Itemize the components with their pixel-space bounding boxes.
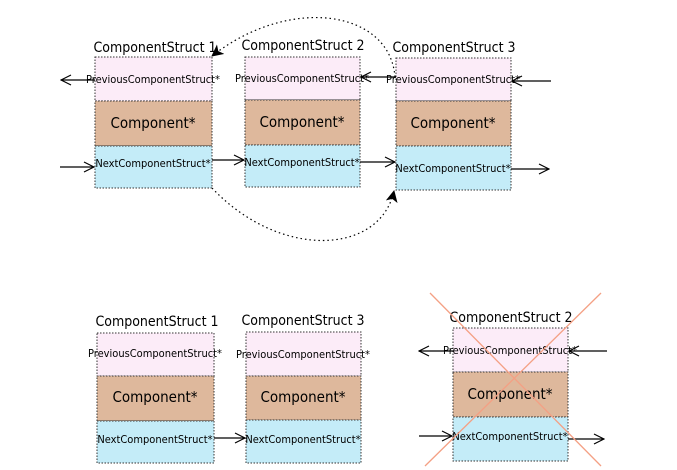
- removed-cross-line-2: [424, 292, 602, 467]
- removed-cross-line-1: [429, 292, 602, 467]
- struct-3-bottom-next-label: NextComponentStruct*: [245, 433, 360, 446]
- struct-3-next-cell: [395, 145, 512, 191]
- struct-3-component-label: Component*: [410, 114, 495, 132]
- struct-3-component-cell: [395, 100, 512, 147]
- struct-1-component-label: Component*: [110, 114, 195, 132]
- struct-2-removed: ComponentStruct 2 PreviousComponentStruc…: [443, 310, 577, 462]
- struct-1-bottom: ComponentStruct 1 PreviousComponentStruc…: [88, 314, 222, 464]
- struct-1-prev-cell: [94, 56, 213, 102]
- struct-3-bottom-title: ComponentStruct 3: [241, 313, 364, 329]
- struct-1-bottom-component-cell: [96, 375, 215, 422]
- struct-3-bottom-component-label: Component*: [260, 388, 345, 406]
- struct-3-bottom-next-cell: [245, 419, 362, 464]
- struct-1-next-cell: [94, 145, 213, 189]
- struct-2-title: ComponentStruct 2: [241, 38, 364, 54]
- struct-2-removed-next-label: NextComponentStruct*: [452, 430, 567, 443]
- struct-1-bottom-prev-label: PreviousComponentStruct*: [88, 347, 222, 360]
- struct-1-bottom-title: ComponentStruct 1: [95, 314, 218, 330]
- struct-3-prev-cell: [395, 57, 512, 102]
- struct-3-title: ComponentStruct 3: [392, 40, 515, 56]
- struct-3-bottom-component-cell: [245, 375, 362, 421]
- struct-2-removed-title: ComponentStruct 2: [449, 310, 572, 326]
- struct-3-bottom-prev-cell: [245, 331, 362, 377]
- struct-1-bottom-next-label: NextComponentStruct*: [97, 433, 212, 446]
- struct-2-removed-component-cell: [452, 371, 569, 418]
- struct-3-bottom-prev-label: PreviousComponentStruct*: [236, 348, 370, 361]
- struct-2-component-label: Component*: [259, 113, 344, 131]
- struct-3-to-1-bypass-arrow: [211, 17, 396, 78]
- struct-2-prev-label: PreviousComponentStruct*: [235, 72, 369, 85]
- struct-2-next-cell: [244, 144, 361, 188]
- struct-2-removed-prev-label: PreviousComponentStruct*: [443, 344, 577, 357]
- struct-1-prev-label: PreviousComponentStruct*: [86, 73, 220, 86]
- struct-1-next-label: NextComponentStruct*: [95, 157, 210, 170]
- struct-2-removed-next-cell: [452, 416, 569, 462]
- struct-1-bottom-next-cell: [96, 420, 215, 464]
- struct-1-bottom-component-label: Component*: [112, 388, 197, 406]
- struct-1-bottom-prev-cell: [96, 332, 215, 377]
- struct-1-title: ComponentStruct 1: [93, 40, 216, 56]
- struct-3-bottom: ComponentStruct 3 PreviousComponentStruc…: [236, 313, 370, 464]
- struct-1-component-cell: [94, 100, 213, 147]
- struct-1-to-3-bypass-arrow: [211, 187, 398, 241]
- struct-2-top: ComponentStruct 2 PreviousComponentStruc…: [235, 38, 369, 188]
- struct-3-prev-label: PreviousComponentStruct*: [386, 73, 520, 86]
- struct-2-next-label: NextComponentStruct*: [244, 156, 359, 169]
- struct-2-component-cell: [244, 99, 361, 146]
- struct-3-top: ComponentStruct 3 PreviousComponentStruc…: [386, 40, 520, 191]
- struct-1-top: ComponentStruct 1 PreviousComponentStruc…: [86, 40, 220, 189]
- struct-3-next-label: NextComponentStruct*: [395, 162, 510, 175]
- struct-2-removed-component-label: Component*: [467, 385, 552, 403]
